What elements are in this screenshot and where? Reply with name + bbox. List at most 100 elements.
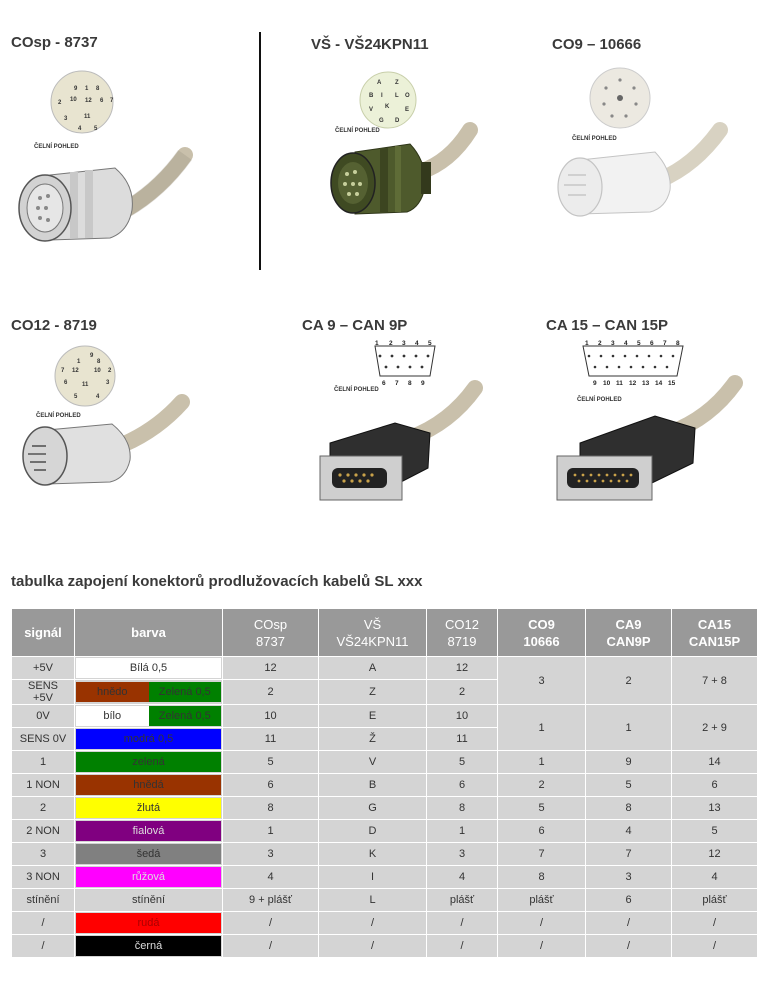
signal-cell: 1 <box>11 750 75 774</box>
ca15-pin-cell: 13 <box>671 796 758 820</box>
svg-text:14: 14 <box>655 380 663 387</box>
svg-text:1: 1 <box>375 340 379 347</box>
co9-pin-cell: 1 <box>497 750 586 774</box>
svg-text:11: 11 <box>84 114 91 120</box>
svg-text:Z: Z <box>395 80 399 86</box>
svg-text:9: 9 <box>593 380 597 387</box>
co12-pin-cell: 11 <box>426 727 498 751</box>
svg-text:3: 3 <box>611 340 615 347</box>
co9-pin-cell: 8 <box>497 865 586 889</box>
svg-text:4: 4 <box>624 340 628 347</box>
ca9-pin-cell: 9 <box>585 750 672 774</box>
cosp-pin-cell: 12 <box>222 656 319 680</box>
svg-text:O: O <box>405 93 410 99</box>
vs-pin-cell: V <box>318 750 427 774</box>
connector-title-ca15: CA 15 – CAN 15P <box>546 317 668 334</box>
co12-pin-cell: 12 <box>426 656 498 680</box>
svg-text:8: 8 <box>676 340 680 347</box>
vs-pin-cell: I <box>318 865 427 889</box>
signal-cell: 0V <box>11 704 75 728</box>
svg-text:6: 6 <box>100 98 104 104</box>
color-swatch: rudá <box>76 913 221 933</box>
ca9-pin-cell: / <box>585 934 672 958</box>
svg-text:6: 6 <box>650 340 654 347</box>
vs-pin-cell: K <box>318 842 427 866</box>
color-swatch: žlutá <box>76 798 221 818</box>
ca9-pin-cell: 7 <box>585 842 672 866</box>
svg-text:I: I <box>381 93 383 99</box>
cosp-pin-cell: / <box>222 911 319 935</box>
svg-text:7: 7 <box>663 340 667 347</box>
ca9-pin-cell: / <box>585 911 672 935</box>
svg-text:15: 15 <box>668 380 676 387</box>
co12-pin-cell: 5 <box>426 750 498 774</box>
ca15-pin-cell: / <box>671 934 758 958</box>
svg-text:9: 9 <box>90 353 94 359</box>
svg-text:2: 2 <box>58 100 62 106</box>
color-swatch: zelená <box>76 752 221 772</box>
svg-text:6: 6 <box>64 380 68 386</box>
co12-pin-cell: 1 <box>426 819 498 843</box>
svg-text:12: 12 <box>85 98 92 104</box>
ca9-pin-cell: 3 <box>585 865 672 889</box>
color-cell: modrá 0,5 <box>74 727 223 751</box>
signal-cell: / <box>11 911 75 935</box>
ca15-pin-cell: 2 + 9 <box>671 704 758 751</box>
svg-text:D: D <box>395 118 400 124</box>
cosp-pin-cell: 3 <box>222 842 319 866</box>
cosp-connector-image: 9 1 8 2 10 12 6 7 3 11 4 5 ČELNÍ POHLED <box>18 70 193 242</box>
svg-text:5: 5 <box>428 340 432 347</box>
cosp-pin-cell: 11 <box>222 727 319 751</box>
svg-text:5: 5 <box>74 394 78 400</box>
vs-connector-image: A Z B I L O K V E G D ČELNÍ POHLED <box>330 71 478 215</box>
ca15-pin-cell: 12 <box>671 842 758 866</box>
color-cell: zelená <box>74 750 223 774</box>
ca15-pin-cell: 6 <box>671 773 758 797</box>
svg-text:L: L <box>395 93 399 99</box>
table-row: / rudá / / / / / / <box>11 911 758 935</box>
svg-text:3: 3 <box>106 380 110 386</box>
color-cell: Bílá 0,5 <box>74 656 223 680</box>
ca9-pin-cell: 6 <box>585 888 672 912</box>
vs-pin-cell: B <box>318 773 427 797</box>
table-row: +5V Bílá 0,5 12 A 12 3 2 7 + 8 <box>11 656 758 705</box>
connector-title-co12: CO12 - 8719 <box>11 317 97 334</box>
color-swatch: hnědá <box>76 775 221 795</box>
svg-text:K: K <box>385 104 390 110</box>
svg-text:9: 9 <box>421 380 425 387</box>
svg-text:4: 4 <box>96 394 100 400</box>
vs-pin-cell: / <box>318 934 427 958</box>
ca9-pin-cell: 2 <box>585 656 672 705</box>
svg-text:A: A <box>377 80 382 86</box>
header-color: barva <box>74 608 223 657</box>
svg-text:7: 7 <box>61 368 65 374</box>
ca9-pin-cell: 4 <box>585 819 672 843</box>
svg-text:11: 11 <box>82 382 89 388</box>
svg-text:8: 8 <box>97 359 101 365</box>
co9-pin-cell: 3 <box>497 656 586 705</box>
co9-pin-cell: 2 <box>497 773 586 797</box>
svg-text:G: G <box>379 118 384 124</box>
svg-text:12: 12 <box>72 368 79 374</box>
color-swatch: Bílá 0,5 <box>76 658 221 678</box>
cosp-pin-cell: 5 <box>222 750 319 774</box>
svg-text:3: 3 <box>64 116 68 122</box>
table-row: 1 zelená 5 V 5 1 9 14 <box>11 750 758 774</box>
vs-pin-cell: / <box>318 911 427 935</box>
color-swatch: Zelená 0,5 <box>148 682 221 702</box>
color-swatch: bílo <box>76 706 149 726</box>
cosp-pin-cell: 4 <box>222 865 319 889</box>
cosp-pin-cell: 1 <box>222 819 319 843</box>
ca15-pin-cell: plášť <box>671 888 758 912</box>
table-row: stínění stínění 9 + plášť L plášť plášť … <box>11 888 758 912</box>
svg-text:12: 12 <box>629 380 637 387</box>
svg-text:10: 10 <box>603 380 611 387</box>
co12-pin-cell: 10 <box>426 704 498 728</box>
signal-cell: stínění <box>11 888 75 912</box>
co9-pin-cell: plášť <box>497 888 586 912</box>
